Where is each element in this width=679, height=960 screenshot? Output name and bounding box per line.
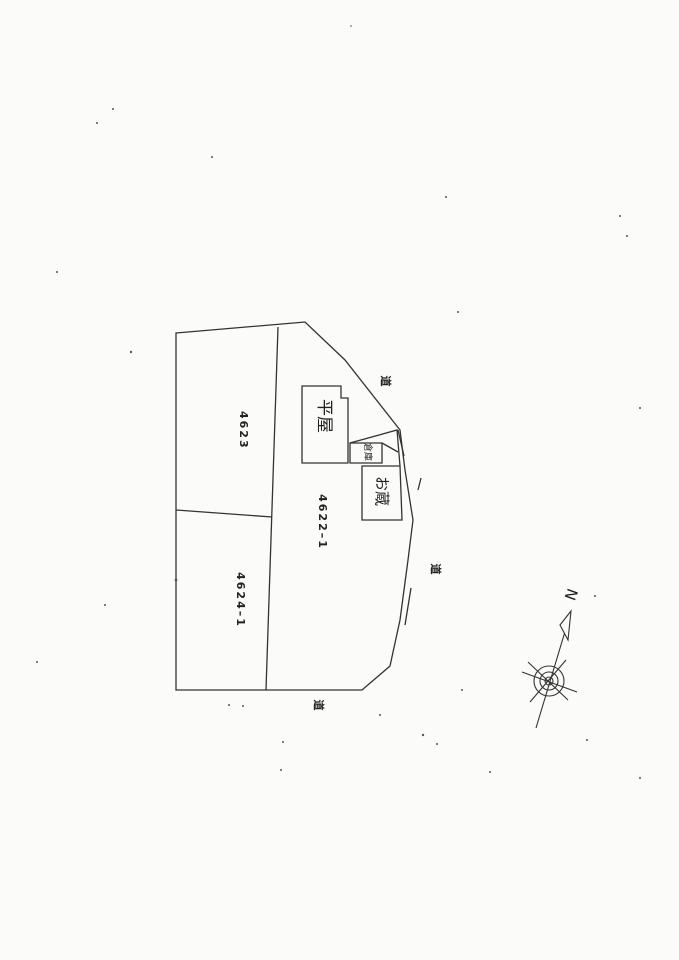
compass-ring-inner [544, 676, 554, 686]
scan-speckles [36, 25, 641, 779]
building-label-storehouse: 倉庫 [362, 442, 372, 461]
parcel-label-4622-1: 4622–1 [316, 494, 329, 550]
parcel-divider-horizontal [175, 509, 273, 518]
road-edge-line-3 [404, 587, 412, 626]
road-label-top: 道 [379, 375, 392, 387]
parcel-divider-vertical [265, 326, 279, 691]
building-label-kura: お蔵 [373, 475, 391, 506]
building-main-house [301, 385, 349, 464]
road-label-bottom: 道 [312, 699, 325, 711]
building-label-main-house: 平屋 [314, 399, 334, 433]
compass-ring-middle [539, 671, 559, 691]
compass-rose [521, 609, 578, 729]
road-edge-line [397, 429, 405, 457]
building-kura [361, 465, 403, 521]
building-storehouse [349, 442, 383, 464]
road-label-right: 道 [429, 563, 442, 575]
parcel-label-4623: 4623 [237, 411, 250, 450]
compass-north-arrow [559, 609, 572, 642]
annex-line-2 [381, 442, 399, 453]
compass-diagonal-b [529, 659, 567, 703]
road-edge-line-2 [417, 477, 422, 491]
outer-boundary [175, 321, 414, 691]
compass-ring-outer [533, 665, 565, 697]
annex-line [349, 429, 401, 467]
parcel-label-4624-1: 4624–1 [234, 572, 247, 628]
